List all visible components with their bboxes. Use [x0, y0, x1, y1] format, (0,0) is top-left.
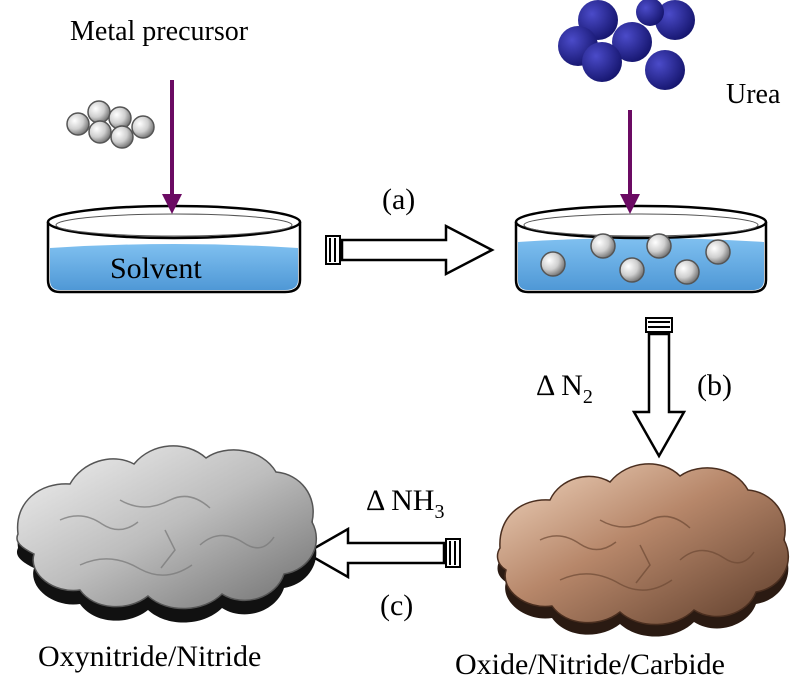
- step-b-label: (b): [697, 369, 732, 402]
- step-a-arrow-icon: [325, 223, 495, 277]
- delta-nh3-subscript: 3: [434, 501, 444, 523]
- solvent-label: Solvent: [110, 252, 202, 285]
- oxide-material-icon: [496, 463, 790, 637]
- nitride-material-icon: [16, 445, 318, 623]
- delta-n2-subscript: 2: [583, 386, 593, 408]
- delta-nh3-text: Δ NH: [366, 484, 434, 517]
- dispersed-particles-icon: [540, 233, 731, 285]
- precursor-particles-icon: [66, 100, 155, 149]
- metal-precursor-label: Metal precursor: [70, 16, 249, 47]
- oxide-nitride-carbide-label: Oxide/Nitride/Carbide: [455, 648, 725, 681]
- step-a-label: (a): [382, 183, 415, 216]
- petri-dish-icon: [46, 204, 302, 294]
- delta-n2-text: Δ N: [536, 369, 583, 402]
- step-c-arrow-icon: [303, 526, 461, 580]
- petri-dish-icon: [514, 204, 768, 294]
- delta-nh3-label: Δ NH3: [366, 484, 444, 523]
- delta-n2-label: Δ N2: [536, 369, 593, 408]
- step-c-label: (c): [380, 589, 413, 622]
- urea-molecule-icon: [558, 0, 695, 90]
- oxynitride-nitride-label: Oxynitride/Nitride: [38, 640, 261, 673]
- step-b-arrow-icon: [631, 317, 687, 459]
- urea-label: Urea: [726, 79, 781, 110]
